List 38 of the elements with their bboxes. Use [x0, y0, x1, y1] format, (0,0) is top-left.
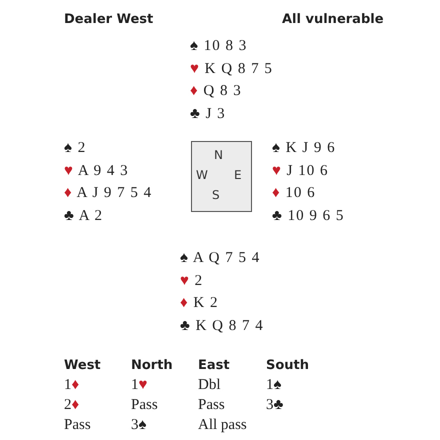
hand-line: ♥ A 9 4 3 [64, 162, 129, 180]
column-header: North [131, 358, 173, 373]
bid-text: 3♠ [131, 417, 146, 434]
bid-text: 1♠ [266, 377, 282, 394]
hand-line: ♠ 2 [64, 140, 86, 157]
bid-text: Dbl [198, 377, 220, 394]
hand-line: ♣ A 2 [64, 208, 104, 224]
bid-text: Pass [198, 397, 225, 414]
compass-letter: S [212, 188, 220, 202]
hand-line: ♦ K 2 [180, 295, 218, 312]
hand-line: ♦ Q 8 3 [190, 83, 242, 100]
hand-line: ♠ K J 9 6 [272, 140, 336, 157]
bid-text: Pass [64, 417, 91, 434]
column-header: East [198, 358, 230, 373]
compass-letter: N [214, 148, 223, 162]
column-header: South [266, 358, 310, 373]
hand-line: ♦ A J 9 7 5 4 [64, 185, 152, 202]
hand-line: ♠ 10 8 3 [190, 38, 248, 55]
compass-letter: E [234, 168, 242, 182]
bid-text: All pass [198, 417, 247, 434]
hand-line: ♥ K Q 8 7 5 [190, 60, 273, 78]
hand-line: ♦ 10 6 [272, 185, 316, 202]
heading-text: Dealer West [64, 12, 154, 27]
compass-letter: W [196, 168, 208, 182]
bid-text: 1♥ [131, 377, 148, 394]
column-header: West [64, 358, 101, 373]
bid-text: 1♦ [64, 377, 80, 394]
hand-line: ♥ J 10 6 [272, 162, 328, 180]
hand-line: ♠ A Q 7 5 4 [180, 250, 260, 267]
hand-line: ♣ J 3 [190, 106, 226, 122]
heading-text: All vulnerable [282, 12, 384, 27]
bid-text: 2♦ [64, 397, 80, 414]
compass-box [191, 141, 252, 212]
hand-line: ♣ 10 9 6 5 [272, 208, 344, 224]
hand-line: ♥ 2 [180, 272, 204, 290]
hand-line: ♣ K Q 8 7 4 [180, 318, 264, 334]
bid-text: Pass [131, 397, 158, 414]
bid-text: 3♣ [266, 397, 284, 414]
